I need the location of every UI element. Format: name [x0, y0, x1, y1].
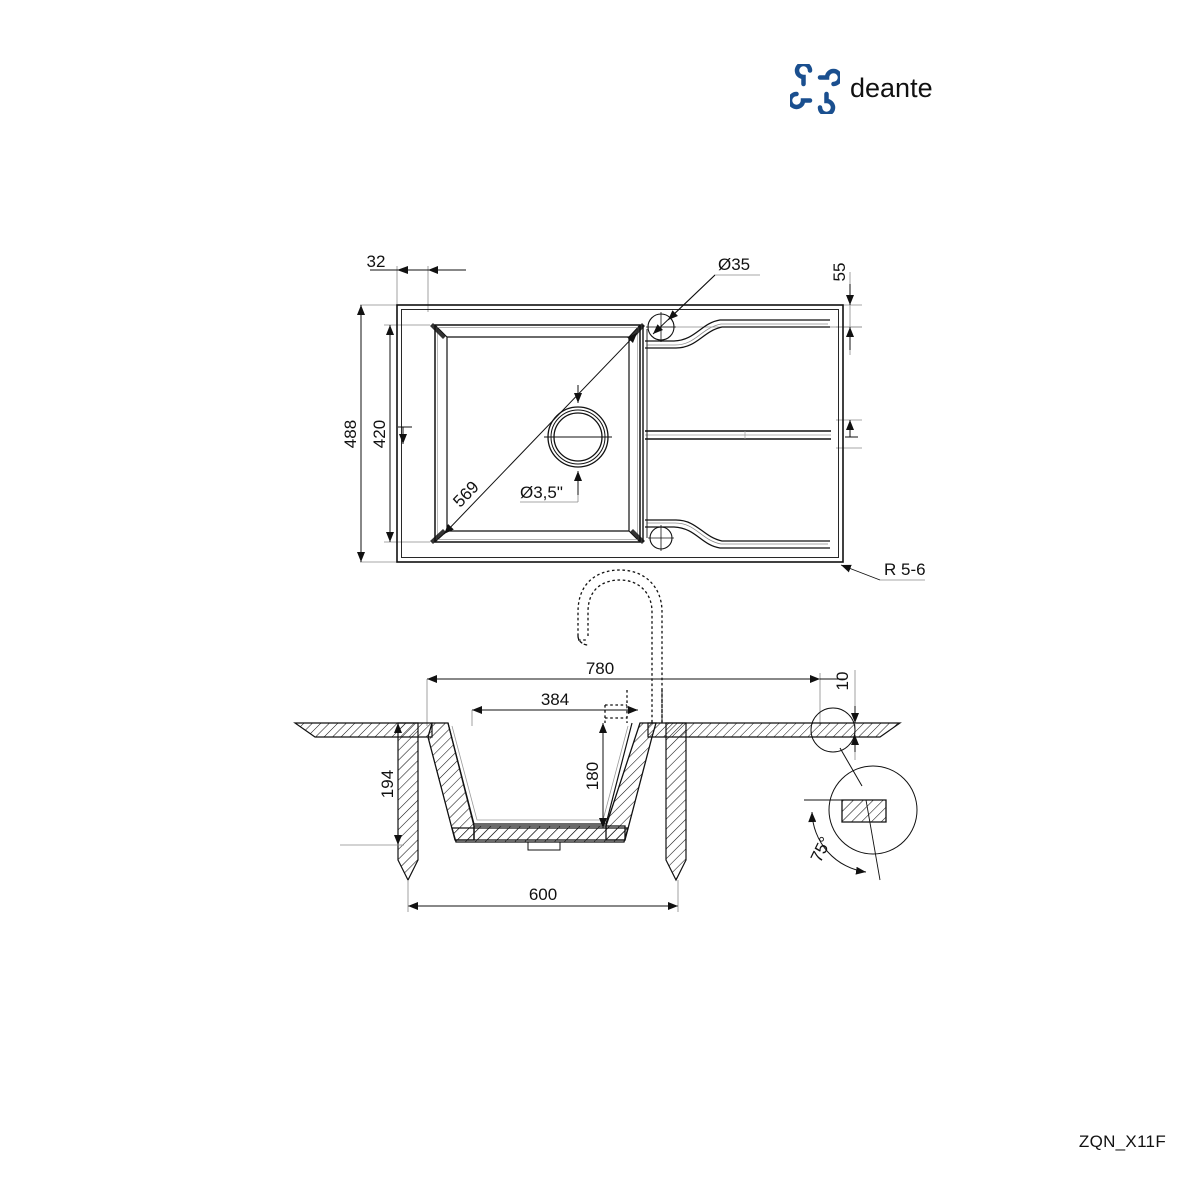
dimension-10-label: 10	[833, 672, 852, 691]
sink-bowl-top	[434, 324, 641, 543]
dimension-780: 780	[426, 659, 821, 726]
section-view-group: 780 384	[293, 569, 918, 912]
top-view-group: 32 488 420	[341, 252, 926, 581]
brand-logo: deante	[790, 58, 980, 120]
drainboard-ribs-lower-thin	[647, 522, 828, 545]
dimension-180: 180	[583, 723, 607, 828]
dimension-780-label: 780	[586, 659, 614, 678]
dimension-corner-radius: R 5-6	[840, 560, 926, 581]
model-code: ZQN_X11F	[1078, 1132, 1166, 1151]
dimension-32-label: 32	[367, 252, 386, 271]
accessory-hole	[648, 525, 674, 551]
dimension-corner-radius-label: R 5-6	[884, 560, 926, 579]
faucet-outline-icon	[577, 569, 663, 723]
dimension-384: 384	[471, 690, 638, 726]
dimension-569-label: 569	[449, 477, 482, 511]
deante-pinwheel-mark-icon	[790, 64, 840, 114]
drainboard-center-channel	[645, 430, 831, 440]
dimension-600-label: 600	[529, 885, 557, 904]
dimension-600: 600	[407, 880, 679, 912]
drainboard-ribs-lower	[645, 519, 830, 549]
dimension-tap-hole-diameter: Ø35	[652, 255, 760, 335]
dimension-10: 10	[820, 670, 859, 760]
drain-outlet	[544, 406, 612, 468]
dimension-75deg-label: 75°	[807, 834, 835, 865]
detail-callout-source	[810, 707, 863, 787]
sink-outline	[396, 304, 844, 563]
dimension-420-label: 420	[370, 420, 389, 448]
dimension-tap-hole-label: Ø35	[718, 255, 750, 274]
dimension-32: 32	[367, 252, 466, 274]
dimension-55-label: 55	[830, 263, 849, 282]
bowl-section	[427, 722, 657, 851]
dimension-384-label: 384	[541, 690, 569, 709]
dimension-194: 194	[340, 723, 404, 846]
dimension-drain-diameter-label: Ø3,5"	[520, 483, 563, 502]
drainboard-ribs-upper-thin	[647, 323, 828, 346]
dimension-194-label: 194	[378, 770, 397, 798]
bowl-drainboard-divider	[642, 325, 648, 542]
dimension-180-label: 180	[583, 762, 602, 790]
dimension-488-label: 488	[341, 420, 360, 448]
brand-wordmark: deante	[850, 73, 933, 103]
countertop-slab	[293, 722, 902, 738]
dimension-420: 420	[370, 325, 412, 542]
cabinet-walls	[397, 722, 687, 882]
dimension-488: 488	[341, 305, 365, 562]
dimension-55: 55	[830, 263, 858, 438]
drainboard-ribs-upper	[645, 319, 830, 349]
dimension-drain-diameter: Ø3,5"	[520, 385, 582, 503]
brand-name-text: deante	[850, 73, 933, 103]
